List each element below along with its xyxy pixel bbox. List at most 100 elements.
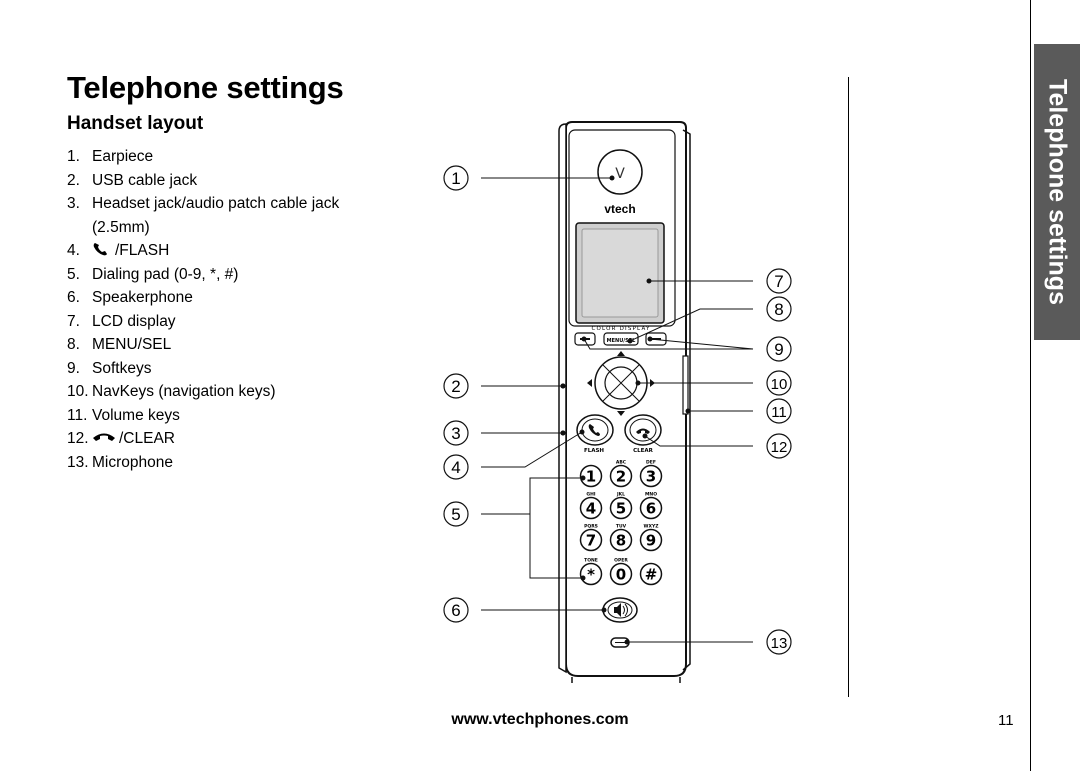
margin-divider	[1030, 0, 1031, 771]
callout-10: 10	[766, 370, 792, 396]
keypad-key: 2 ABC	[609, 460, 633, 488]
list-item: 5.Dialing pad (0-9, *, #)	[67, 265, 239, 283]
callout-number: 4	[451, 458, 460, 477]
callout-number: 13	[771, 635, 788, 652]
callout-number: 11	[771, 404, 787, 421]
keypad-letters: MNO	[645, 492, 657, 498]
callout-number: 12	[771, 439, 788, 456]
callout-number: 8	[774, 300, 783, 319]
color-display-label: COLOR DISPLAY	[591, 326, 650, 332]
keypad-key: 8 TUV	[609, 524, 633, 552]
nav-left-arrow	[587, 379, 592, 387]
list-item: 13.Microphone	[67, 453, 173, 471]
callout-13: 13	[766, 629, 792, 655]
keypad-key: 7 PQRS	[579, 524, 603, 552]
keypad-key: 6 MNO	[639, 492, 663, 520]
handset-bezel	[558, 123, 567, 674]
callout-11: 11	[766, 398, 792, 424]
earpiece-logo: V	[615, 166, 625, 182]
flash-key-label: FLASH	[584, 448, 604, 454]
callout-number: 7	[774, 272, 783, 291]
keypad-key: 4 GHI	[579, 492, 603, 520]
callout-number: 2	[451, 377, 460, 396]
parts-list: 1.Earpiece 2.USB cable jack 3.Headset ja…	[67, 145, 387, 474]
keypad-key: 3 DEF	[639, 460, 663, 488]
keypad-letters: ABC	[616, 460, 627, 466]
keypad-digit: 2	[616, 468, 626, 486]
keypad-key: 0 OPER	[609, 558, 633, 586]
flash-key-phone-icon	[588, 424, 600, 436]
callout-number: 5	[451, 505, 460, 524]
list-item: 11.Volume keys	[67, 406, 180, 424]
keypad-key: 1	[579, 464, 603, 488]
callout-8: 8	[766, 296, 792, 322]
section-title: Handset layout	[67, 113, 204, 134]
keypad-letters: JKL	[616, 492, 625, 498]
keypad-digit: 5	[616, 500, 626, 518]
hang-up-icon	[93, 433, 115, 441]
keypad-key: #	[639, 562, 663, 586]
footer-url: www.vtechphones.com	[451, 711, 629, 728]
dialing-pad: 1 2 ABC 3 DEF 4 GHI 5 JKL 6 MNO 7 PQRS 8 TUV 9 WXYZ * TONE…	[579, 460, 663, 586]
keypad-letters: PQRS	[584, 524, 598, 530]
callout-7: 7	[766, 268, 792, 294]
clear-key-label: CLEAR	[633, 448, 654, 454]
keypad-digit: 9	[646, 532, 656, 550]
nav-up-arrow	[617, 351, 625, 356]
callout-12: 12	[766, 433, 792, 459]
keypad-letters: WXYZ	[644, 524, 660, 530]
keypad-digit: 0	[616, 566, 626, 584]
callout-4: 4	[443, 454, 469, 480]
callout-number: 6	[451, 601, 460, 620]
page-title: Telephone settings	[67, 70, 344, 105]
keypad-digit: 1	[586, 468, 596, 486]
callout-number: 3	[451, 424, 460, 443]
callout-number: 1	[451, 169, 460, 188]
list-item: 2.USB cable jack	[67, 171, 198, 189]
top-face-panel	[568, 129, 676, 327]
side-tab	[1034, 44, 1080, 340]
volume-keys	[682, 355, 689, 415]
list-item: 7.LCD display	[67, 312, 176, 330]
callout-2: 2	[443, 373, 469, 399]
keypad-key: 9 WXYZ	[639, 524, 663, 552]
page-number: 11	[998, 712, 1014, 729]
keypad-digit: #	[645, 566, 658, 584]
keypad-letters: OPER	[614, 558, 628, 564]
list-item: 12./CLEAR	[67, 430, 175, 447]
callout-3: 3	[443, 420, 469, 446]
list-item: 9.Softkeys	[67, 359, 152, 377]
speaker-icon	[614, 603, 621, 617]
callout-6: 6	[443, 597, 469, 623]
list-item: 8.MENU/SEL	[67, 336, 172, 353]
keypad-letters: GHI	[586, 492, 595, 498]
callout-1: 1	[443, 165, 469, 191]
callout-5: 5	[443, 501, 469, 527]
center-divider	[848, 77, 849, 697]
keypad-key: 5 JKL	[609, 492, 633, 520]
callout-number: 9	[774, 340, 783, 359]
keypad-digit: 8	[616, 532, 626, 550]
callout-number: 10	[771, 376, 788, 393]
keypad-key: * TONE	[579, 558, 603, 586]
callout-9: 9	[766, 336, 792, 362]
list-item: 1.Earpiece	[67, 148, 154, 165]
nav-down-arrow	[617, 411, 625, 416]
clear-key-hangup-icon	[636, 428, 650, 434]
list-item: 3.Headset jack/audio patch cable jack (2…	[67, 195, 340, 236]
keypad-digit: 3	[646, 468, 656, 486]
keypad-digit: *	[587, 566, 595, 584]
keypad-digit: 6	[646, 500, 656, 518]
keypad-letters: TONE	[584, 558, 598, 564]
keypad-letters: TUV	[616, 524, 627, 530]
list-item: 4./FLASH	[67, 242, 170, 259]
earpiece	[597, 149, 643, 195]
keypad-digit: 7	[586, 532, 596, 550]
list-item: 10.NavKeys (navigation keys)	[67, 383, 276, 400]
keypad-letters: DEF	[646, 460, 656, 466]
list-item: 6.Speakerphone	[67, 289, 193, 306]
phone-icon	[93, 243, 107, 256]
keypad-digit: 4	[586, 500, 596, 518]
